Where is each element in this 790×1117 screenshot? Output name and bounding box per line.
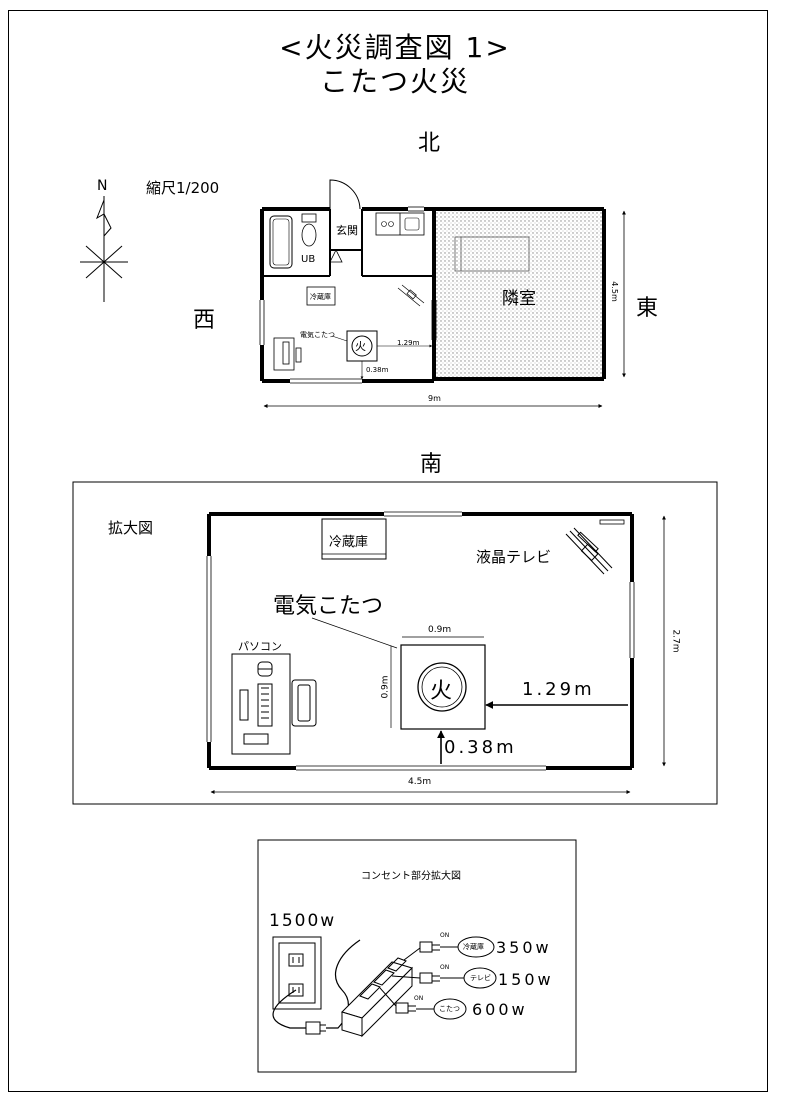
plan-kotatsu-label: 電気こたつ xyxy=(300,331,335,339)
compass-north-label: N xyxy=(97,178,108,194)
enlarged-kotatsu-label: 電気こたつ xyxy=(273,594,384,619)
title-line2: こたつ火災 xyxy=(319,65,470,98)
plan-tv xyxy=(397,284,425,307)
enlarged-label: 拡大図 xyxy=(108,519,154,537)
device-oval-kotatsu xyxy=(433,998,467,1020)
outlet-on-1: ON xyxy=(440,932,450,939)
plan-fire-label: 火 xyxy=(355,340,366,353)
outlet-device-name-1: 冷蔵庫 xyxy=(463,943,484,951)
plan-bath-label: UB xyxy=(301,254,316,265)
enlarged-fridge-label: 冷蔵庫 xyxy=(329,535,369,550)
outlet-wall-total: 1500w xyxy=(269,911,337,931)
enlarged-dim-bottom: 0.38m xyxy=(444,737,517,758)
outlet-device-watt-2: 150w xyxy=(498,970,554,989)
plan-fridge xyxy=(306,286,336,306)
enlarged-dim-width: 4.5m xyxy=(408,777,432,787)
outlet-on-2: ON xyxy=(440,964,450,971)
bathtub xyxy=(269,215,293,269)
enlarged-kotatsu xyxy=(400,644,486,730)
direction-south: 南 xyxy=(420,452,443,477)
scale-label: 縮尺1/200 xyxy=(146,179,220,197)
device-oval-fridge xyxy=(457,936,495,958)
enlarged-pc xyxy=(231,653,317,755)
outlet-device-watt-3: 600w xyxy=(472,1000,528,1019)
plan-entrance-label: 玄関 xyxy=(336,224,358,237)
enlarged-dim-right: 1.29m xyxy=(522,679,595,700)
plan-fridge-label: 冷蔵庫 xyxy=(310,293,331,301)
compass-icon xyxy=(80,196,128,302)
device-oval-tv xyxy=(463,967,497,989)
enlarged-dim-kotatsu-w: 0.9m xyxy=(428,625,452,635)
outlet-title: コンセント部分拡大図 xyxy=(361,871,461,882)
outlet-view xyxy=(257,839,577,1073)
direction-west: 西 xyxy=(193,308,216,333)
power-strip-icon xyxy=(341,957,413,1038)
outlet-device-name-3: こたつ xyxy=(439,1005,460,1013)
enlarged-pc-label: パソコン xyxy=(238,640,282,653)
plan-dim-right: 1.29m xyxy=(397,339,420,347)
neighbor-bed xyxy=(454,236,530,272)
enlarged-fridge xyxy=(321,518,387,560)
plan-dim-width: 9m xyxy=(428,394,441,403)
enlarged-view xyxy=(72,481,718,805)
enlarged-fire-label: 火 xyxy=(430,679,453,704)
page-frame xyxy=(8,10,768,1092)
wall-outlet-icon xyxy=(272,936,322,1010)
enlarged-dim-kotatsu-h: 0.9m xyxy=(380,675,391,699)
plan-pc xyxy=(273,337,302,371)
direction-east: 東 xyxy=(636,296,659,321)
plan-dim-bottom: 0.38m xyxy=(366,366,389,374)
entrance-door xyxy=(329,179,361,210)
direction-north: 北 xyxy=(418,131,441,156)
outlet-device-name-2: テレビ xyxy=(470,974,491,982)
enlarged-dim-height: 2.7m xyxy=(670,629,681,653)
enlarged-tv-label: 液晶テレビ xyxy=(476,548,552,566)
enlarged-tv xyxy=(565,527,613,575)
toilet xyxy=(301,213,317,223)
outlet-device-watt-1: 350w xyxy=(496,938,552,957)
title-line1: <火災調査図 1> xyxy=(279,31,511,64)
plan-neighbor-label: 隣室 xyxy=(502,289,536,309)
floor-plan xyxy=(259,179,626,408)
outlet-on-3: ON xyxy=(414,995,424,1002)
plan-dim-east: 4.5m xyxy=(609,281,619,302)
